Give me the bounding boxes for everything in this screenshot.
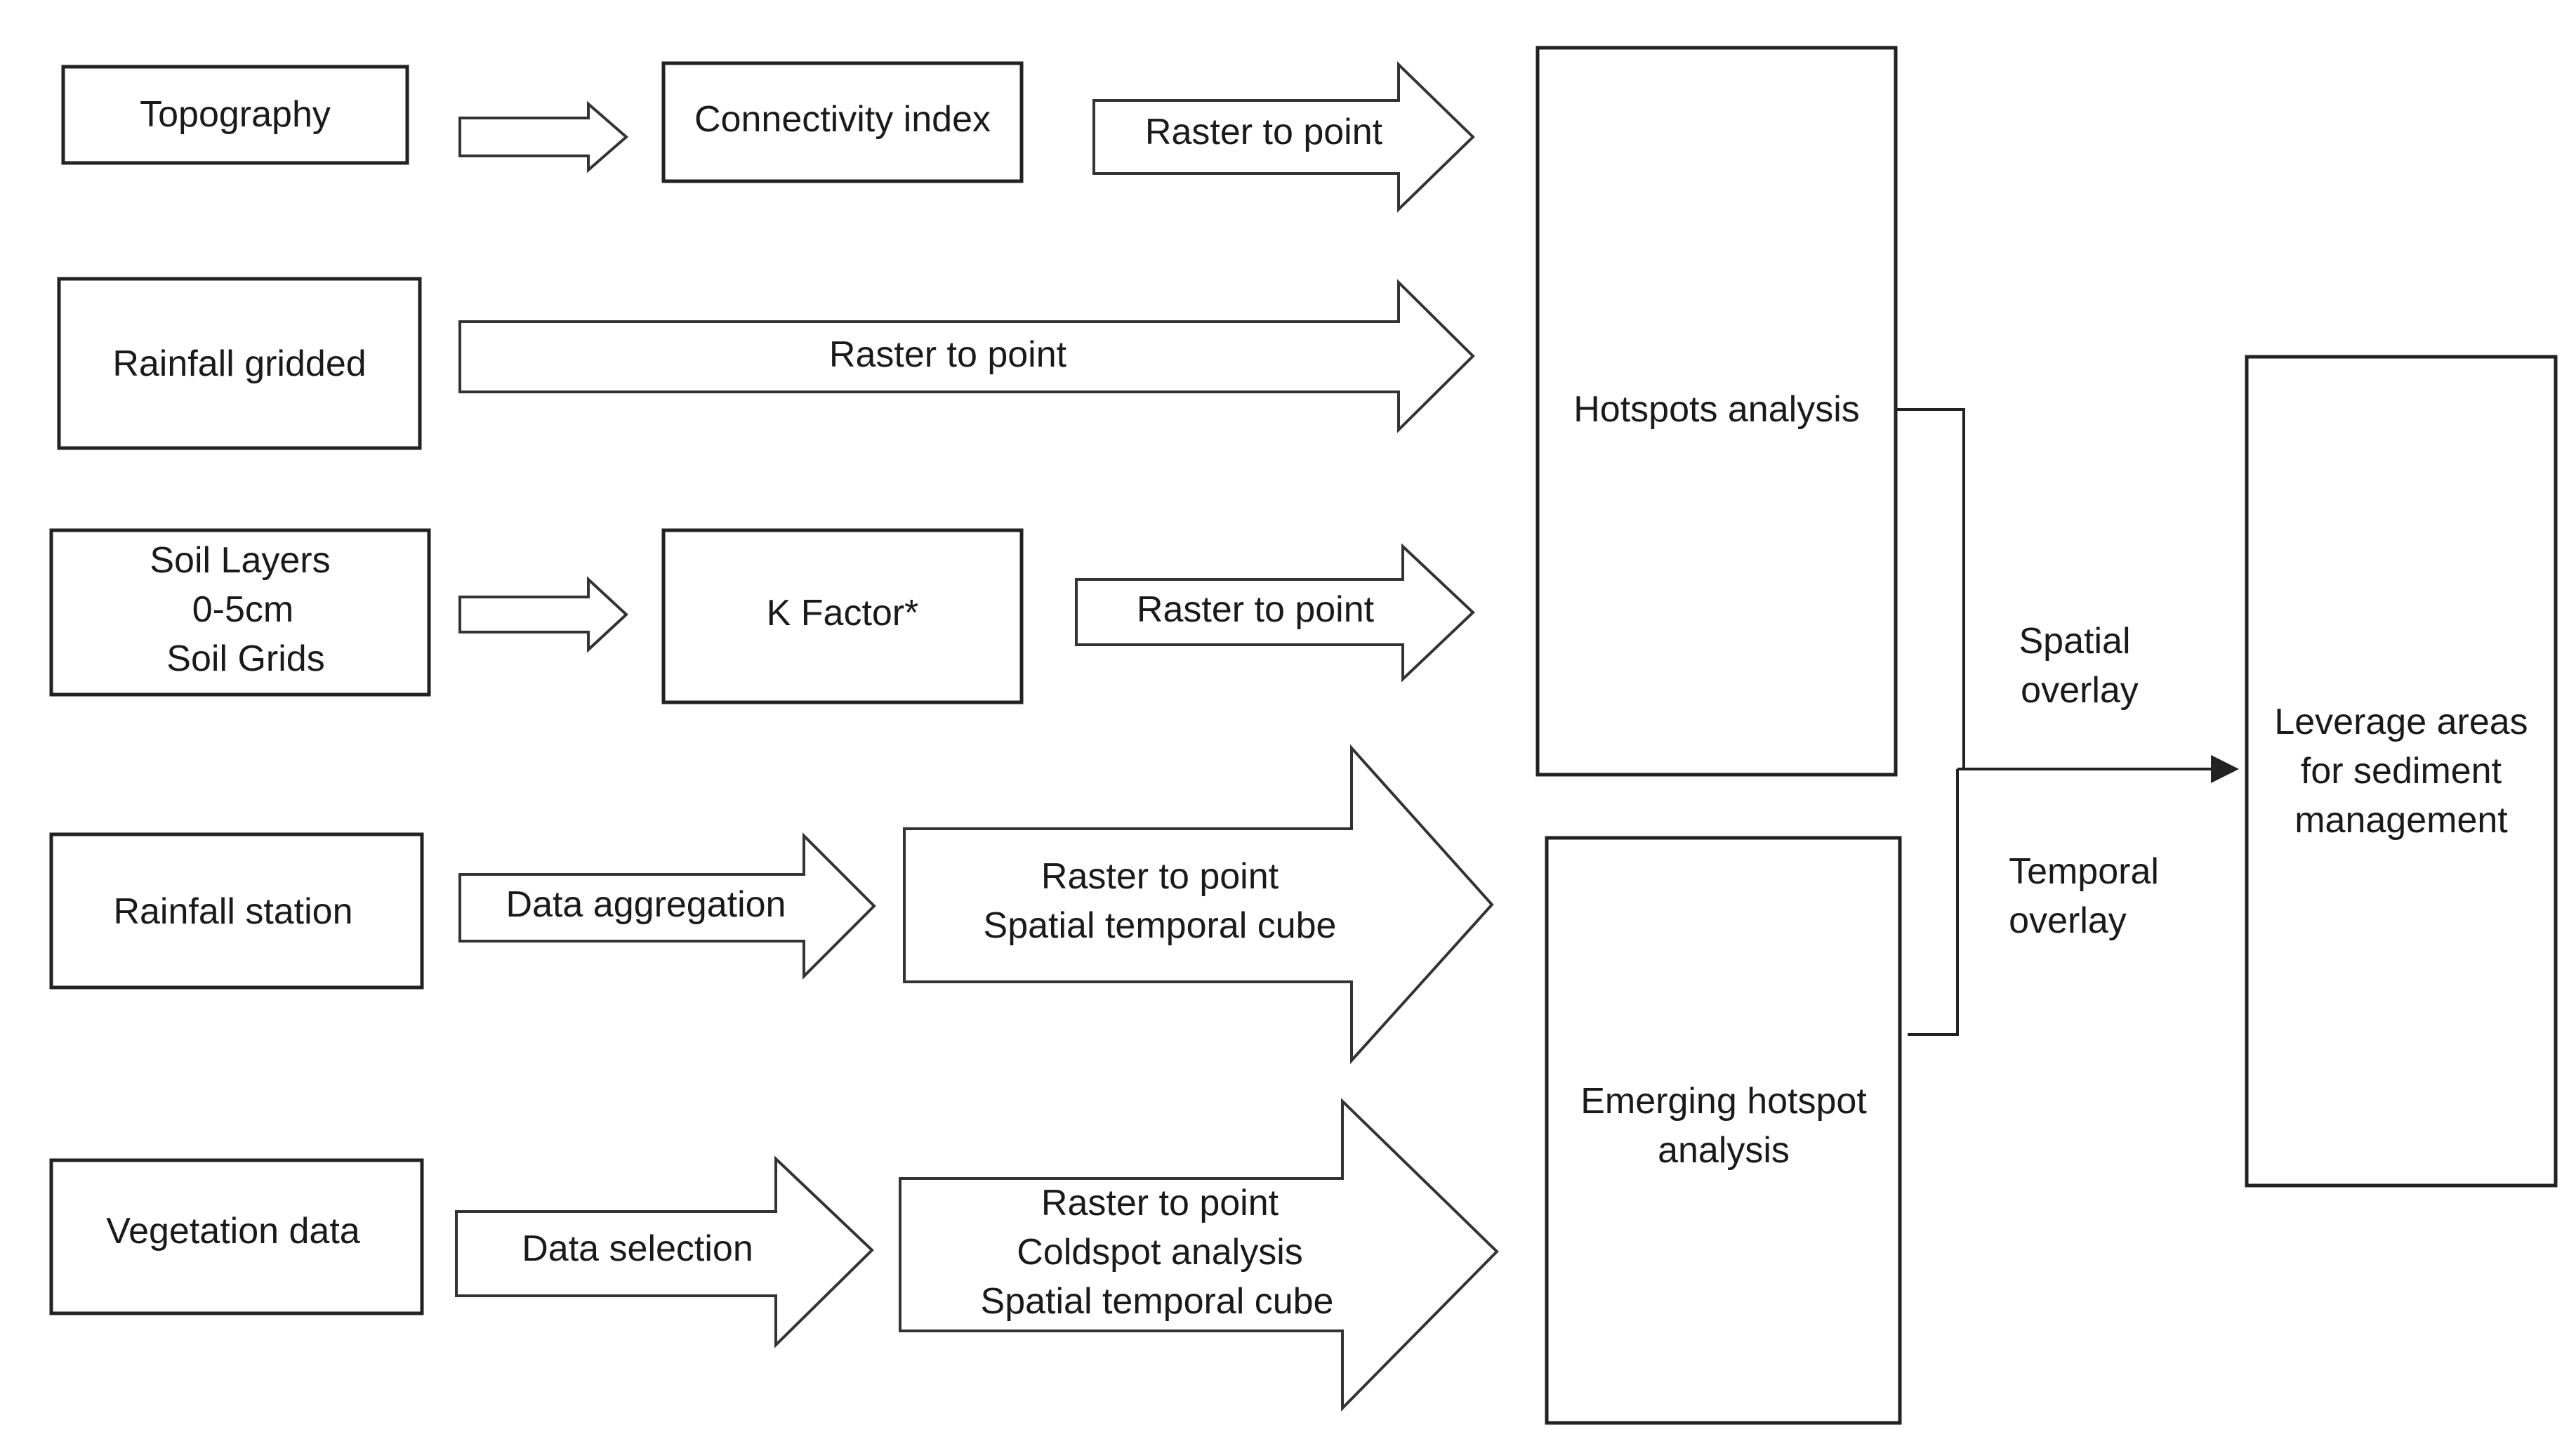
- emerging-hotspot-box: [1545, 836, 1902, 1425]
- temporal-overlay-line-1: Temporal: [2009, 851, 2159, 892]
- raster-to-point-arrow-3: [1075, 543, 1475, 683]
- k-factor-label: K Factor*: [767, 593, 919, 633]
- topography-box: [61, 65, 409, 165]
- connectivity-index-label: Connectivity index: [694, 99, 991, 140]
- raster-to-point-arrow-1: [1092, 61, 1475, 213]
- data-aggregation-label: Data aggregation: [506, 884, 786, 925]
- vegetation-data-box: [49, 1158, 424, 1315]
- hotspots-connector: [1896, 408, 1965, 769]
- k-factor-box: [661, 528, 1024, 704]
- topography-to-connectivity-arrow: [458, 100, 629, 173]
- soil-layers-line-3: Soil Grids: [166, 638, 324, 679]
- topography-label: Topography: [140, 94, 331, 135]
- raster-to-point-label-3: Raster to point: [1137, 589, 1375, 630]
- vegetation-processing-line-2: Coldspot analysis: [1017, 1232, 1303, 1273]
- soil-layers-line-2: 0-5cm: [192, 589, 293, 630]
- vegetation-data-label: Vegetation data: [106, 1211, 360, 1252]
- rainfall-station-label: Rainfall station: [113, 891, 352, 932]
- emerging-hotspot-line-2: analysis: [1658, 1130, 1790, 1171]
- data-aggregation-arrow: [458, 832, 876, 980]
- leverage-areas-line-2: for sediment: [2301, 751, 2502, 792]
- raster-to-point-label-2: Raster to point: [829, 334, 1067, 375]
- emerging-connector: [1908, 769, 1959, 1036]
- data-selection-label: Data selection: [522, 1228, 753, 1269]
- leverage-areas-box: [2245, 355, 2558, 1188]
- leverage-areas-line-1: Leverage areas: [2274, 702, 2528, 742]
- connectivity-index-box: [661, 61, 1024, 183]
- station-processing-line-1: Raster to point: [1041, 856, 1279, 897]
- soil-layers-box: [49, 528, 431, 697]
- emerging-hotspot-line-1: Emerging hotspot: [1580, 1081, 1867, 1122]
- data-selection-arrow: [455, 1155, 874, 1348]
- soil-to-kfactor-arrow: [458, 576, 628, 653]
- station-processing-line-2: Spatial temporal cube: [984, 905, 1337, 946]
- raster-to-point-arrow-2: [458, 279, 1475, 433]
- vegetation-processing-line-1: Raster to point: [1041, 1183, 1279, 1223]
- station-processing-arrow: [903, 744, 1494, 1065]
- spatial-overlay-line-2: overlay: [2021, 670, 2139, 711]
- vegetation-processing-line-3: Spatial temporal cube: [981, 1281, 1334, 1322]
- soil-layers-line-1: Soil Layers: [150, 540, 330, 581]
- rainfall-gridded-box: [57, 277, 422, 450]
- leverage-areas-line-3: management: [2294, 800, 2508, 841]
- rainfall-gridded-label: Rainfall gridded: [112, 343, 366, 384]
- vegetation-processing-arrow: [899, 1098, 1499, 1412]
- temporal-overlay-line-2: overlay: [2009, 900, 2127, 941]
- spatial-overlay-line-1: Spatial: [2019, 621, 2131, 662]
- raster-to-point-label-1: Raster to point: [1145, 112, 1383, 152]
- hotspots-analysis-label: Hotspots analysis: [1573, 389, 1860, 430]
- rainfall-station-box: [49, 832, 424, 990]
- hotspots-analysis-box: [1535, 46, 1898, 777]
